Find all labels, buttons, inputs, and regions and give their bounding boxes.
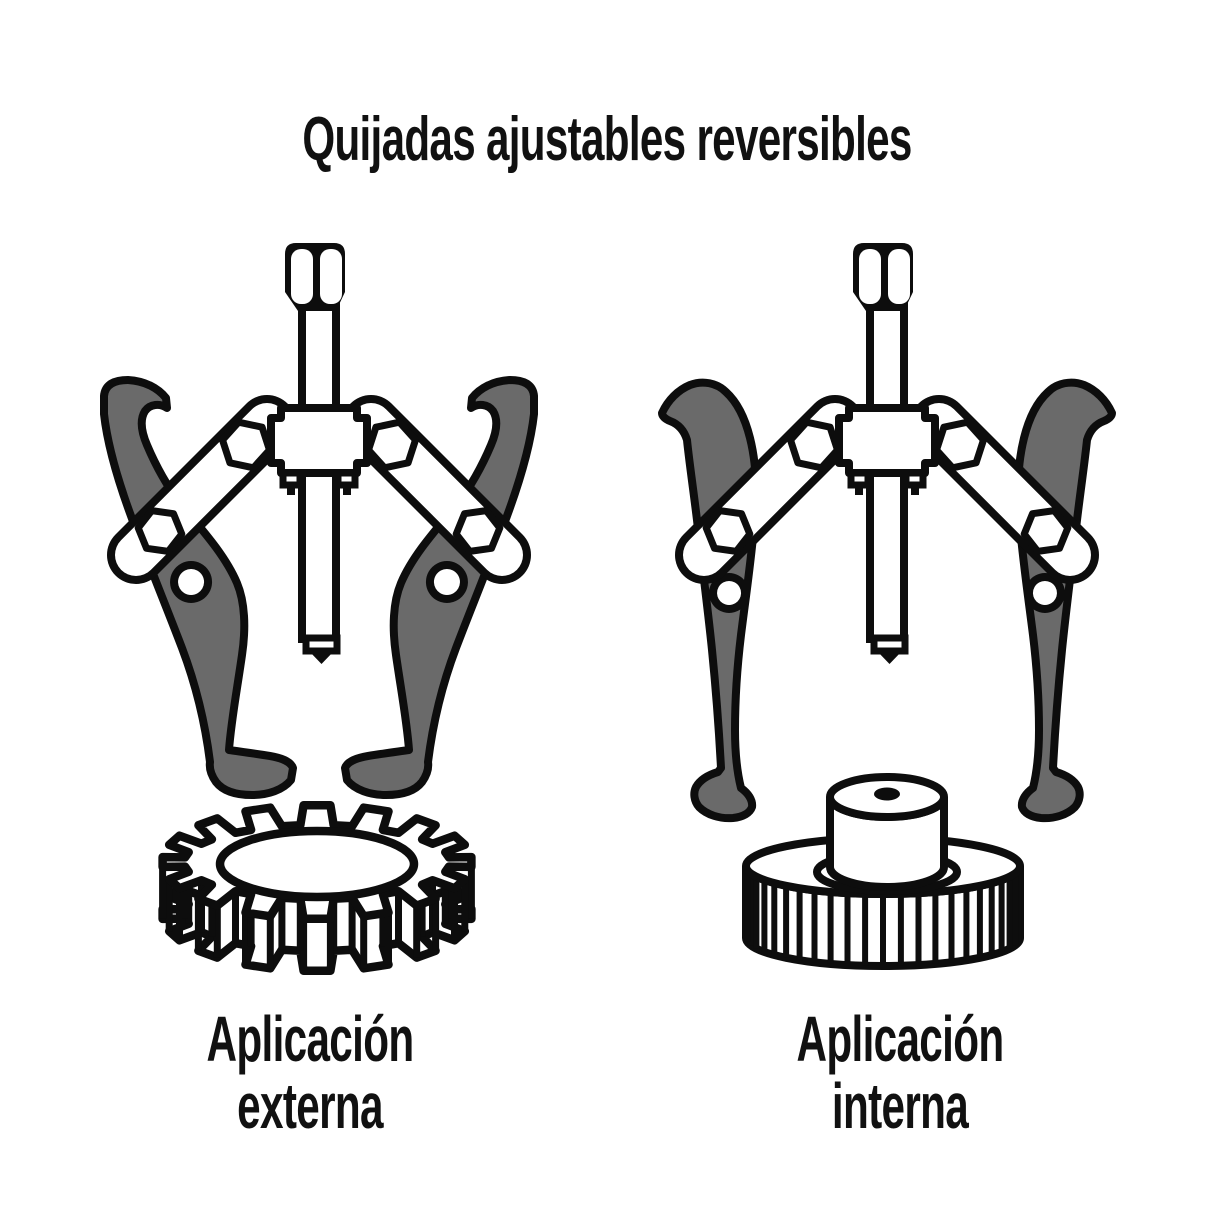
- external-application-label-line2: externa: [237, 1070, 383, 1142]
- screw-mechanism: [675, 243, 1099, 664]
- jaw-left-icon: [662, 383, 756, 819]
- screw-mechanism: [107, 243, 531, 664]
- internal-application-label: Aplicación interna: [768, 1006, 1032, 1140]
- external-puller-figure: [104, 243, 534, 976]
- gear-icon: [158, 800, 476, 976]
- pulley-icon: [742, 773, 1024, 970]
- jaw-right-icon: [1018, 383, 1112, 819]
- external-application-label-line1: Aplicación: [206, 1003, 415, 1075]
- page-title: Quijadas ajustables reversibles: [302, 105, 912, 174]
- internal-application-label-line2: interna: [831, 1070, 969, 1142]
- external-application-label: Aplicación externa: [178, 1006, 442, 1140]
- internal-application-label-line1: Aplicación: [796, 1003, 1005, 1075]
- internal-puller-figure: [662, 243, 1112, 970]
